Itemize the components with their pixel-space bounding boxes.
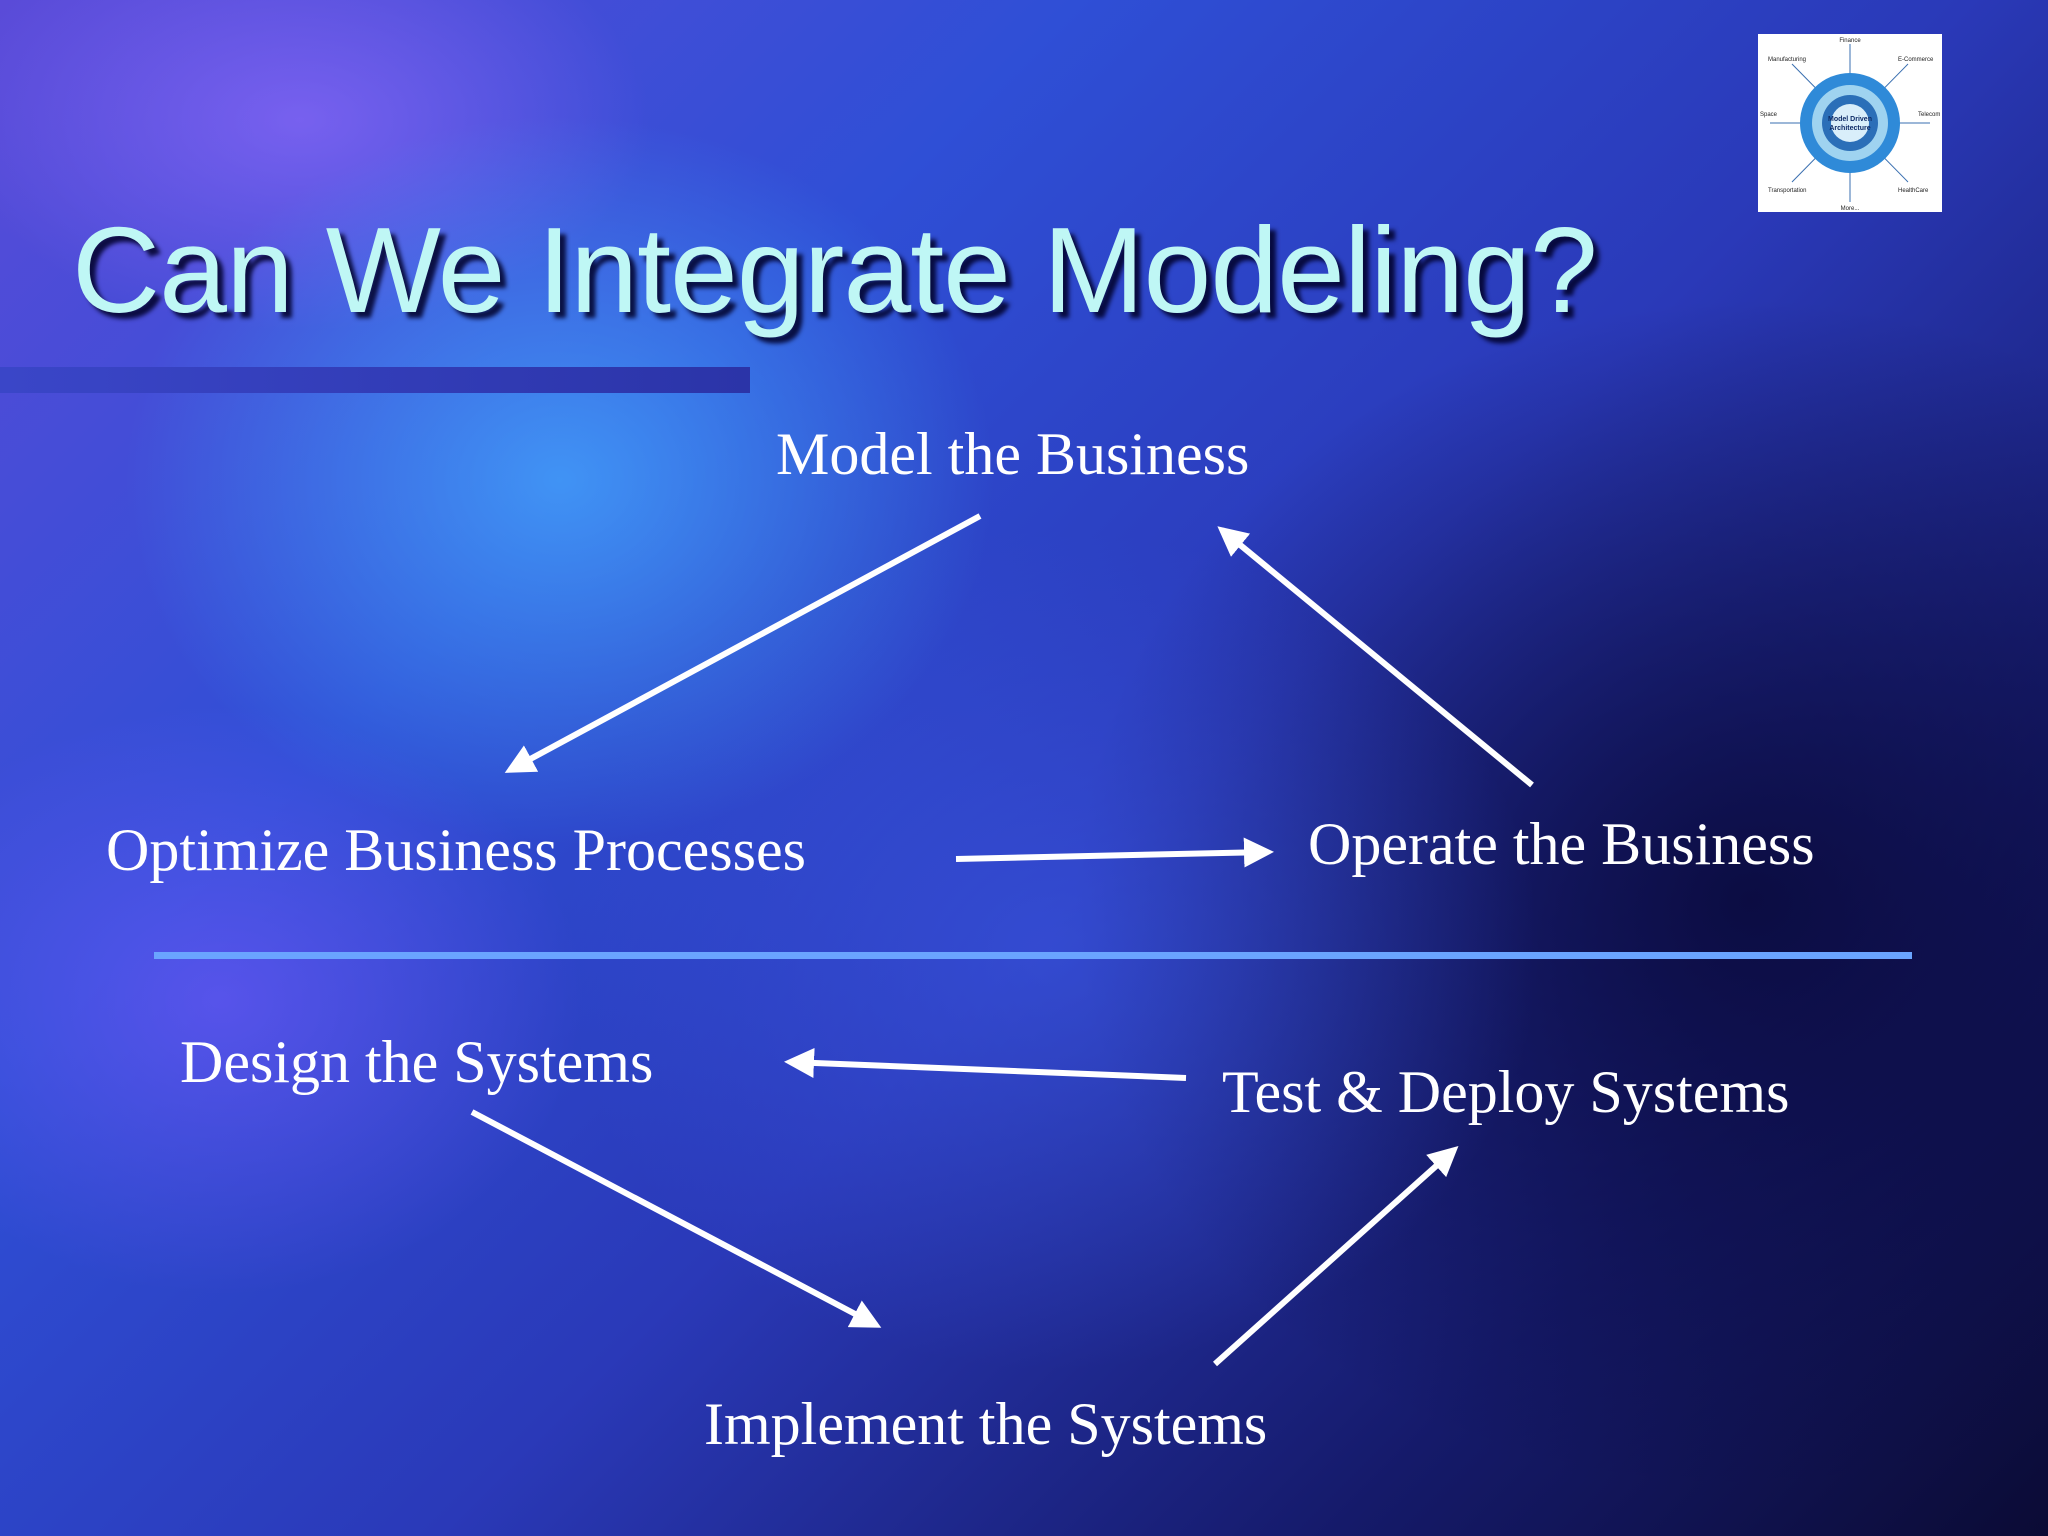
slide-title: Can We Integrate Modeling? (72, 202, 1598, 338)
node-design-the-systems: Design the Systems (180, 1029, 654, 1095)
node-model-the-business: Model the Business (776, 421, 1250, 487)
logo-domain-more: More... (1841, 206, 1860, 212)
logo-domain-manufacturing: Manufacturing (1768, 57, 1806, 63)
arrow-testdeploy-to-design (784, 1047, 1187, 1081)
logo-center-line1: Model Driven (1828, 116, 1872, 123)
arrow-optimize-to-operate (955, 837, 1274, 868)
logo-domain-healthcare: HealthCare (1898, 188, 1929, 194)
node-implement-the-systems: Implement the Systems (704, 1391, 1268, 1457)
title-underline-bar (0, 367, 750, 393)
node-operate-the-business: Operate the Business (1308, 811, 1815, 877)
logo-domain-ecommerce: E-Commerce (1898, 57, 1934, 63)
node-test-deploy-systems: Test & Deploy Systems (1222, 1059, 1790, 1125)
arrow-model-to-optimize (504, 513, 982, 773)
arrow-operate-to-model (1217, 526, 1534, 788)
logo-domain-space: Space (1760, 112, 1778, 118)
logo-domain-finance: Finance (1839, 38, 1861, 44)
logo-center-line2: Architecture (1829, 125, 1870, 132)
arrow-implement-to-testdeploy (1212, 1145, 1459, 1367)
logo-domain-telecom: Telecom (1918, 112, 1940, 118)
arrow-design-to-implement (470, 1109, 882, 1328)
mda-logo: Model Driven Architecture Finance E-Comm… (1758, 34, 1942, 212)
section-divider (154, 952, 1912, 959)
node-optimize-business-processes: Optimize Business Processes (106, 817, 806, 883)
logo-domain-transportation: Transportation (1768, 188, 1806, 194)
